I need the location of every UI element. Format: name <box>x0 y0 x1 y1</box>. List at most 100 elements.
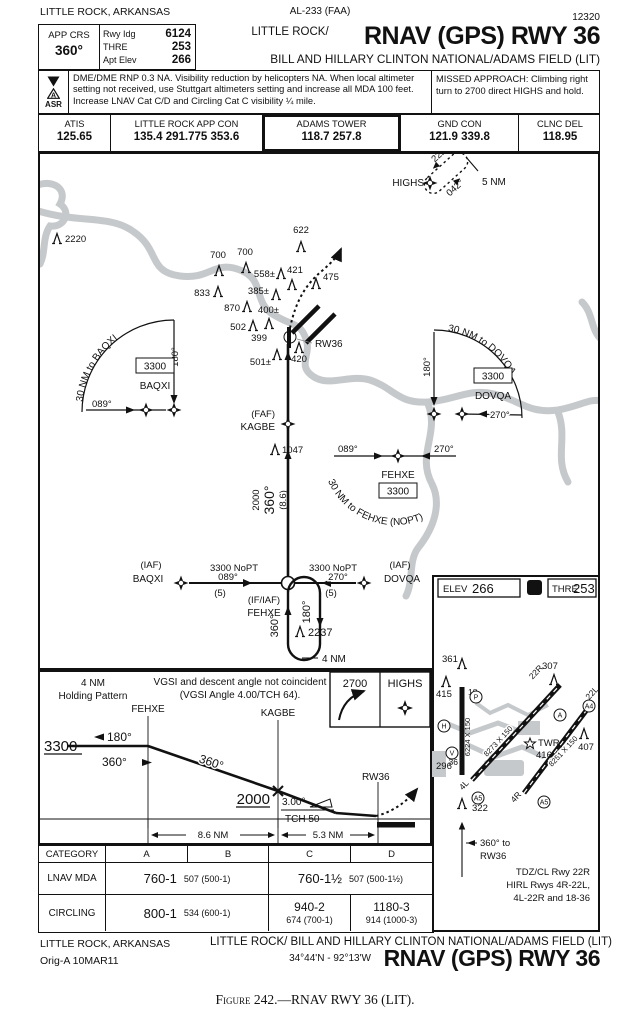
baqxi-arc-radial: 180° <box>170 347 181 367</box>
profile-border <box>38 670 432 845</box>
taxiway-designators: P H V A A4 A5 A5 <box>437 690 596 809</box>
rw36-label: RW36 <box>315 339 343 350</box>
fehxe-arc-fix: FEHXE <box>381 470 415 481</box>
sketch-course-line2: RW36 <box>480 851 506 862</box>
fehxe-arc-course-left: 089° <box>338 444 358 455</box>
hold-inbound-course: 360° <box>269 615 281 638</box>
profile-outbound-180: 180° <box>107 730 132 744</box>
minimums-table: CATEGORY A B C D LNAV MDA 760-1 507 (500… <box>38 845 434 933</box>
footer-airport-line: LITTLE ROCK/ BILL AND HILLARY CLINTON NA… <box>210 936 612 948</box>
lnav-row-label: LNAV MDA <box>39 863 106 895</box>
sketch-obstacle-361: 361 <box>442 654 458 665</box>
profile-missed-climb <box>375 787 419 817</box>
iaf-left-altitude: 3300 NoPT <box>210 563 258 574</box>
baqxi-arc-altitude: 3300 <box>144 362 167 373</box>
obstacle-870: 870 <box>224 303 240 314</box>
final-approach-course: (FAF) KAGBE 2000 360° (8.6) <box>241 344 296 576</box>
iaf-left-distance: (5) <box>214 588 226 599</box>
highs-leg-length: 5 NM <box>482 177 506 188</box>
dovqa-arc-altitude: 3300 <box>482 372 505 383</box>
missed-altitude: 2700 <box>343 678 367 690</box>
obstacle-700b: 700 <box>237 247 253 258</box>
holding-title-line2: Holding Pattern <box>59 691 128 702</box>
alternate-minimums-icon: A <box>47 87 60 99</box>
sketch-obstacle-307: 307 <box>542 661 558 672</box>
sketch-obstacle-415: 415 <box>436 689 452 700</box>
airport-symbol: RW36 <box>283 304 343 350</box>
sketch-obstacle-322: 322 <box>472 803 488 814</box>
asr-label: ASR <box>45 99 62 109</box>
plan-view: HIGHS 222° 042° 5 NM 2220 622 700 700 55… <box>38 152 600 670</box>
svg-text:D: D <box>531 584 538 595</box>
elev-label: ELEV <box>443 584 468 595</box>
lnav-minimums-ab: 760-1 507 (500-1) <box>106 863 269 895</box>
lighting-notes: TDZ/CL Rwy 22R HIRL Rwys 4R-22L, 4L-22R … <box>506 867 590 904</box>
highs-fix-label: HIGHS <box>392 178 424 189</box>
freq-app-con: LITTLE ROCK APP CON 135.4 291.775 353.6 <box>111 115 263 151</box>
lighting-line1: TDZ/CL Rwy 22R <box>516 867 590 878</box>
lighting-line3: 4L-22R and 18-36 <box>513 893 590 904</box>
elev-value: 266 <box>472 581 494 596</box>
profile-fehxe-label: FEHXE <box>131 704 165 715</box>
plan-obstacles: 2220 622 700 700 558± 421 475 833 385± 8… <box>51 225 339 639</box>
thre-value: 253 <box>171 40 191 53</box>
obstacle-558: 558± <box>254 269 275 280</box>
thre-label: THRE <box>103 41 128 52</box>
category-b: B <box>188 846 269 863</box>
figure-caption: Figure 242.—RNAV RWY 36 (LIT). <box>0 992 630 1008</box>
iaf-right-fix: DOVQA <box>384 574 420 585</box>
chart-number: 12320 <box>572 12 600 23</box>
thre-sketch-value: 253 <box>573 581 595 596</box>
circling-row-label: CIRCLING <box>39 895 106 931</box>
chart-notes: DME/DME RNP 0.3 NA. Visibility reduction… <box>69 71 432 113</box>
svg-text:T: T <box>51 78 56 85</box>
baqxi-arc-label: 30 NM to BAQXI <box>75 333 120 403</box>
takeoff-minimums-icon: T <box>47 76 60 86</box>
rwy-36-label: 36 <box>449 757 459 767</box>
glideslope-angle: 3.00° <box>282 797 305 808</box>
obstacle-475: 475 <box>323 272 339 283</box>
obstacle-385: 385± <box>248 286 269 297</box>
baqxi-arc: 30 NM to BAQXI 180° 089° 3300 BAQXI <box>75 319 182 418</box>
initial-segment: (IAF) BAQXI 3300 NoPT 089° (5) (IF/IAF) … <box>133 560 421 619</box>
figure-word: Figure <box>215 992 251 1007</box>
dovqa-wayp oint-icon <box>356 575 372 591</box>
frequency-strip: ATIS 125.65 LITTLE ROCK APP CON 135.4 29… <box>38 114 600 152</box>
plan-view-border <box>38 152 600 670</box>
svg-text:A5: A5 <box>474 796 483 803</box>
fehxe-arc-course-right: 270° <box>434 444 454 455</box>
lnav-minimums-cd: 760-1½ 507 (500-1½) <box>269 863 432 895</box>
profile-view: 4 NM Holding Pattern VGSI and descent an… <box>38 670 432 845</box>
highs-outbound-course: 042° <box>444 177 466 198</box>
svg-text:30 NM to BAQXI: 30 NM to BAQXI <box>75 333 120 403</box>
glideslope-symbol-icon <box>309 798 333 808</box>
obstacle-622: 622 <box>293 225 309 236</box>
baqxi-waypoint-icon <box>173 575 189 591</box>
final-altitude: 2000 <box>251 489 262 510</box>
circling-minimums-d: 1180-3 914 (1000-3) <box>365 899 418 925</box>
profile-altitude-3300: 3300 <box>44 738 77 755</box>
missed-fix: HIGHS <box>388 678 423 690</box>
sketch-course-line1: 360° to <box>480 838 510 849</box>
holding-title-line1: 4 NM <box>81 678 105 689</box>
obstacle-1047: 1047 <box>282 445 303 456</box>
procedure-code: AL-233 (FAA) <box>289 6 351 17</box>
sketch-obstacle-407: 407 <box>578 742 594 753</box>
procedure-title: RNAV (GPS) RWY 36 <box>364 22 601 50</box>
vgsi-note-line1: VGSI and descent angle not coincident <box>154 677 327 688</box>
twr-label: TWR <box>538 738 560 749</box>
highs-waypoint-icon <box>422 175 438 191</box>
taxiways <box>432 701 549 777</box>
missed-approach-text: MISSED APPROACH: Climbing right turn to … <box>436 74 588 96</box>
svg-text:A: A <box>558 713 563 720</box>
obstacle-700a: 700 <box>210 250 226 261</box>
sketch-final-course: 360° to RW36 <box>458 821 510 877</box>
app-crs-value: 360° <box>55 43 83 58</box>
climb-arrow-icon <box>338 689 366 721</box>
briefing-icons: T A ASR <box>39 71 69 113</box>
twr-elevation: 416 <box>536 750 552 761</box>
footer-coordinates: 34°44'N - 92°13'W <box>289 953 371 964</box>
baqxi-arc-course: 089° <box>92 399 112 410</box>
hold-outbound-course: 180° <box>301 601 313 624</box>
